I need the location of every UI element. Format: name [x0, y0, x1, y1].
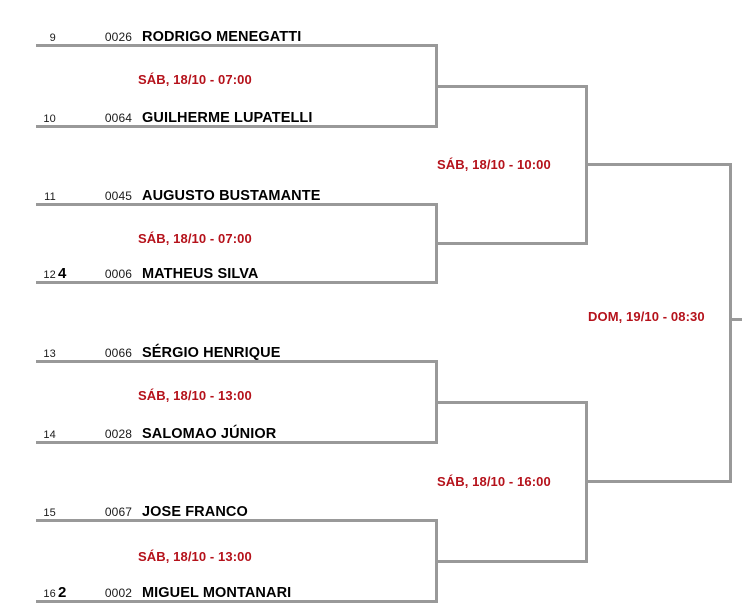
player-position: 11: [44, 191, 56, 203]
round2-feed-bottom: [435, 242, 458, 245]
player-id: 0026: [104, 30, 132, 44]
player-name: SALOMAO JÚNIOR: [142, 426, 277, 442]
round3-feed-bottom: [585, 480, 607, 483]
player-id: 0028: [104, 427, 132, 441]
player-id: 0002: [104, 586, 132, 600]
round-match-time: SÁB, 18/10 - 16:00: [437, 474, 551, 489]
player-name: MIGUEL MONTANARI: [142, 585, 292, 601]
list-item[interactable]: 13 0066 SÉRGIO HENRIQUE: [36, 338, 366, 361]
player-id: 0067: [104, 505, 132, 519]
player-id: 0006: [104, 267, 132, 281]
player-seed: 2: [58, 584, 67, 601]
match-line-top: [36, 519, 438, 522]
player-position: 9: [49, 32, 56, 44]
player-position: 16: [43, 588, 56, 600]
player-id: 0045: [104, 189, 132, 203]
match-line-bottom: [36, 125, 438, 128]
round2-line-bottom: [455, 242, 588, 245]
player-position: 15: [43, 507, 56, 519]
match-line-bottom: [36, 600, 438, 603]
player-name: JOSE FRANCO: [142, 504, 248, 520]
player-position: 13: [43, 348, 56, 360]
round2-feed-top: [435, 401, 458, 404]
champion-feed: [729, 318, 742, 321]
list-item[interactable]: 15 0067 JOSE FRANCO: [36, 497, 366, 520]
list-item[interactable]: 11 0045 AUGUSTO BUSTAMANTE: [36, 181, 366, 204]
round2-feed-bottom: [435, 560, 458, 563]
match-time: SÁB, 18/10 - 13:00: [138, 549, 252, 564]
round3-feed-top: [585, 163, 607, 166]
round2-line-top: [455, 401, 588, 404]
round2-line-top: [455, 85, 588, 88]
round2-line-bottom: [455, 560, 588, 563]
round-match-time: SÁB, 18/10 - 10:00: [437, 157, 551, 172]
list-item[interactable]: 16 2 0002 MIGUEL MONTANARI: [36, 578, 366, 601]
player-id: 0064: [104, 111, 132, 125]
player-name: RODRIGO MENEGATTI: [142, 29, 302, 45]
player-name: MATHEUS SILVA: [142, 266, 259, 282]
player-name: AUGUSTO BUSTAMANTE: [142, 188, 321, 204]
round-match-time: DOM, 19/10 - 08:30: [588, 309, 705, 324]
player-position: 12: [43, 269, 56, 281]
list-item[interactable]: 10 0064 GUILHERME LUPATELLI: [36, 103, 366, 126]
player-name: SÉRGIO HENRIQUE: [142, 345, 281, 361]
round3-line-bottom: [605, 480, 732, 483]
match-time: SÁB, 18/10 - 13:00: [138, 388, 252, 403]
player-position: 10: [43, 113, 56, 125]
list-item[interactable]: 12 4 0006 MATHEUS SILVA: [36, 259, 366, 282]
player-position: 14: [43, 429, 56, 441]
player-id: 0066: [104, 346, 132, 360]
round3-line-top: [605, 163, 732, 166]
list-item[interactable]: 9 0026 RODRIGO MENEGATTI: [36, 22, 366, 45]
list-item[interactable]: 14 0028 SALOMAO JÚNIOR: [36, 419, 366, 442]
round2-feed-top: [435, 85, 458, 88]
match-line-top: [36, 360, 438, 363]
round3-connector: [729, 163, 732, 483]
player-seed: 4: [58, 265, 67, 282]
match-line-top: [36, 203, 438, 206]
match-line-top: [36, 44, 438, 47]
match-line-bottom: [36, 441, 438, 444]
match-time: SÁB, 18/10 - 07:00: [138, 231, 252, 246]
player-name: GUILHERME LUPATELLI: [142, 110, 313, 126]
match-time: SÁB, 18/10 - 07:00: [138, 72, 252, 87]
match-line-bottom: [36, 281, 438, 284]
